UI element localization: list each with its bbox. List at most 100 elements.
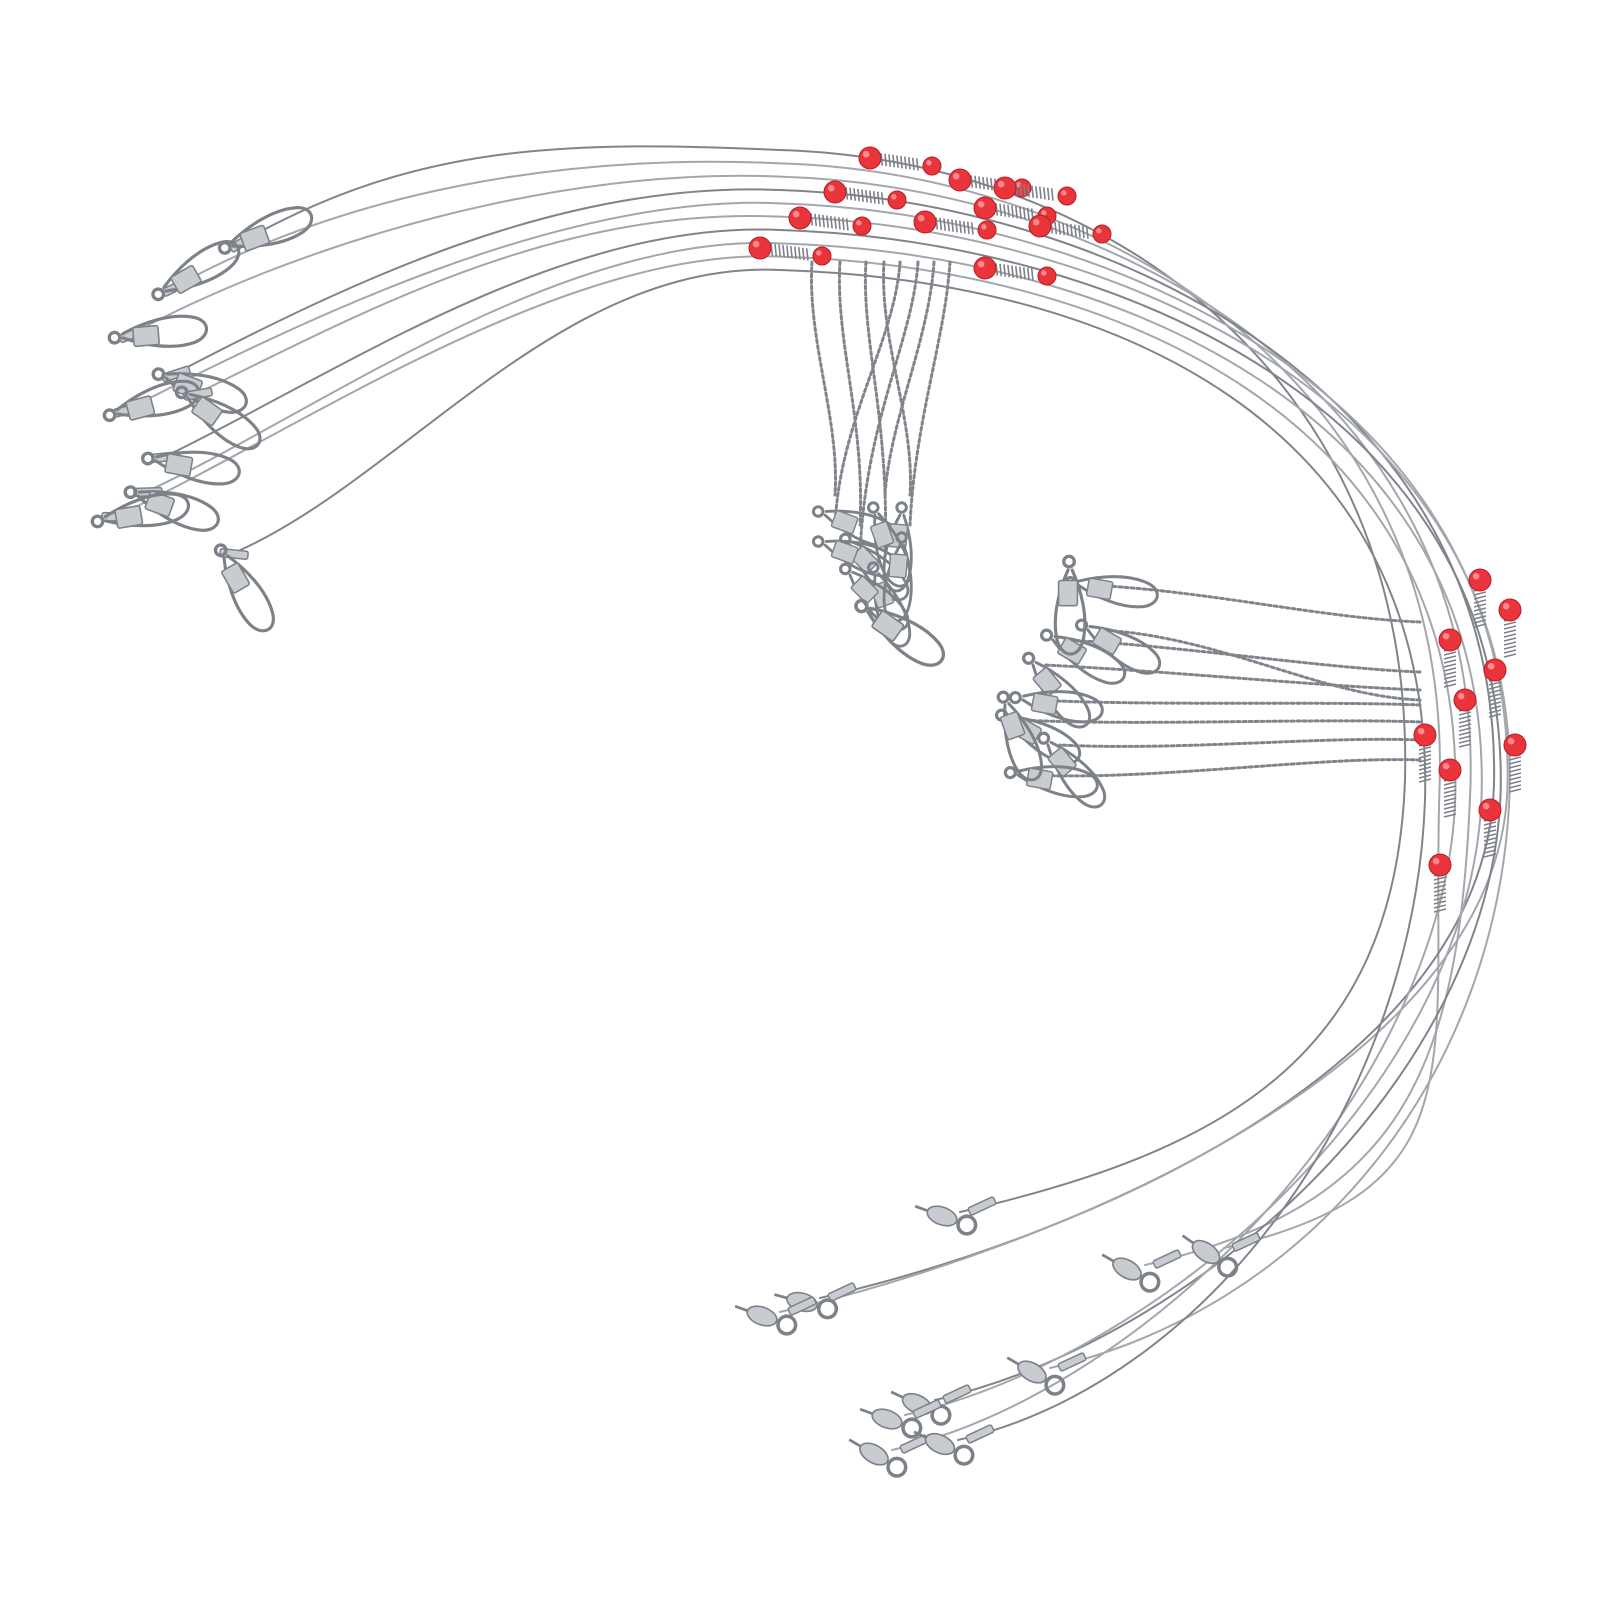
barrel-swivel-icon	[914, 1204, 978, 1236]
snap-clip-loop	[1021, 690, 1104, 724]
swivel-shank	[774, 1293, 788, 1300]
bead-highlight	[997, 180, 1005, 188]
bead-icon	[748, 236, 772, 260]
coil-spring-icon	[1050, 221, 1089, 239]
snap-lock-plate	[871, 610, 905, 642]
bead-body	[1092, 224, 1112, 244]
coil-spring-icon	[880, 153, 919, 171]
snap-clip-loop	[1003, 702, 1043, 782]
twisted-branch-wire	[882, 260, 912, 497]
swivel-ring-end	[776, 1314, 798, 1336]
bead-highlight	[977, 200, 985, 208]
bead-highlight	[1442, 762, 1450, 770]
swivel-shank	[734, 1304, 748, 1313]
bead-highlight	[1041, 270, 1047, 276]
snap-eye-ring	[854, 598, 869, 614]
snap-clip-loop	[1053, 568, 1087, 656]
bead-icon	[1057, 186, 1077, 206]
bead-body	[913, 210, 937, 234]
crimp-sleeve-icon	[967, 1196, 997, 1216]
bead-highlight	[891, 194, 897, 200]
twisted-branch-wire	[1088, 583, 1422, 624]
snap-swivel-icon	[151, 240, 241, 302]
snap-swivel-icon	[1008, 690, 1104, 724]
bead-highlight	[1417, 727, 1425, 735]
swivel-ring-end	[1139, 1271, 1161, 1293]
snap-clip-loop	[154, 450, 241, 486]
bead-body	[788, 206, 812, 230]
snap-eye-ring	[1003, 766, 1017, 780]
bead-body	[1498, 598, 1522, 622]
coil-spring-turns	[770, 243, 809, 261]
snap-swivel-icon	[213, 543, 275, 633]
bead-icon	[1413, 723, 1437, 747]
bead-body	[973, 196, 997, 220]
coil-spring-icon	[1015, 183, 1054, 201]
snap-swivel-icon	[174, 385, 262, 451]
bead-highlight	[926, 160, 932, 166]
crimp-sleeve-body	[1152, 1249, 1182, 1269]
twisted-branch-wire	[883, 260, 936, 497]
top-bead-spring-cluster	[748, 146, 1112, 286]
swivel-ring-end	[1044, 1374, 1066, 1396]
bead-icon	[1428, 853, 1452, 877]
coil-spring-turns	[995, 203, 1034, 221]
snap-eye-ring	[867, 561, 880, 574]
bead-body	[1428, 853, 1452, 877]
swivel-shank	[914, 1204, 928, 1213]
twisted-branch-wire	[1028, 758, 1422, 778]
coil-spring-turns	[1015, 183, 1054, 201]
barrel-swivel-icon	[1181, 1234, 1239, 1278]
bead-highlight	[827, 184, 835, 192]
right-bead-spring-cluster	[1413, 568, 1527, 913]
coil-spring-icon	[995, 263, 1034, 281]
snap-swivel-icon	[1039, 628, 1127, 685]
swivel-shank	[913, 1430, 927, 1439]
coil-spring-turns	[995, 263, 1034, 281]
coil-spring-turns	[1050, 221, 1089, 239]
snap-eye-ring	[102, 408, 117, 423]
twisted-branch-wire	[833, 260, 902, 527]
bead-body	[887, 190, 907, 210]
bead-body	[1468, 568, 1492, 592]
swivel-barrel	[871, 1408, 903, 1430]
crimp-sleeve-body	[827, 1282, 857, 1302]
bead-body	[858, 146, 882, 170]
bead-icon	[852, 216, 872, 236]
bead-body	[1453, 688, 1477, 712]
snap-clip-loop	[186, 392, 262, 451]
crimp-sleeve-icon	[942, 1384, 972, 1404]
main-wire	[235, 268, 1427, 1441]
bead-highlight	[1457, 692, 1465, 700]
swivel-barrel	[859, 1442, 889, 1466]
bead-icon	[1498, 598, 1522, 622]
coil-spring-icon	[935, 217, 974, 235]
swivel-barrel	[746, 1305, 778, 1327]
bead-body	[1057, 186, 1077, 206]
snap-lock-plate	[191, 396, 223, 427]
main-wire	[149, 241, 1483, 1416]
bead-body	[1478, 798, 1502, 822]
bead-icon	[858, 146, 882, 170]
snap-eye-ring	[811, 535, 825, 548]
barrel-swivel-icon	[859, 1407, 923, 1439]
coil-spring-icon	[845, 187, 884, 205]
bead-highlight	[1487, 662, 1495, 670]
bead-highlight	[1432, 857, 1440, 865]
bead-icon	[948, 168, 972, 192]
crimp-sleeve-body	[967, 1196, 997, 1216]
snap-lock-plate	[1092, 627, 1122, 655]
swivel-ring-end	[886, 1456, 908, 1478]
snap-swivel-icon	[854, 598, 945, 667]
snap-eye-ring	[895, 501, 908, 514]
snap-lock-plate	[1085, 577, 1114, 601]
snap-lock-plate	[830, 510, 859, 535]
crimp-sleeve-icon	[965, 1424, 995, 1444]
bead-highlight	[856, 220, 862, 226]
snap-lock-plate	[1030, 692, 1059, 716]
bead-icon	[993, 176, 1017, 200]
swivel-ring-end	[816, 1298, 839, 1320]
snap-clip-loop	[1046, 740, 1107, 809]
snap-eye-ring	[1062, 554, 1076, 569]
